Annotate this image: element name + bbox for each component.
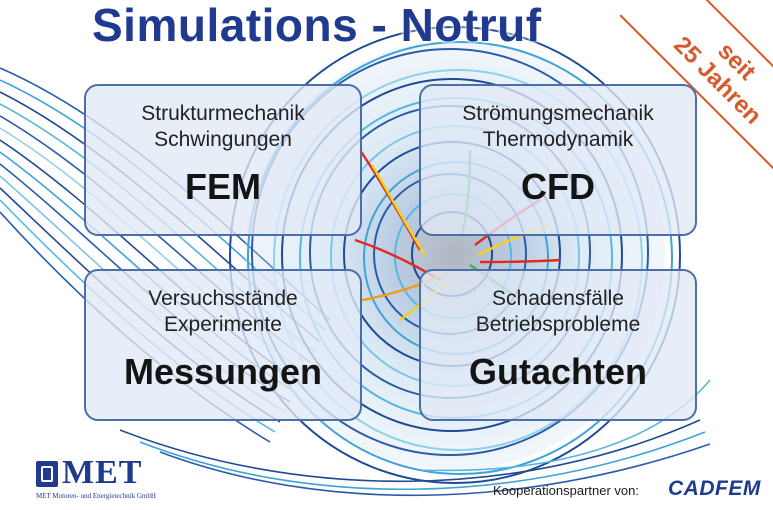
service-label: CFD [521, 166, 595, 207]
description-line-2: Betriebsprobleme [475, 313, 641, 336]
met-logo-text: MET [62, 454, 143, 491]
met-logo-icon [36, 461, 58, 487]
description-line-1: Strömungsmechanik [462, 102, 654, 125]
description-line-1: Schadensfälle [492, 287, 624, 310]
met-company-name: MET Motoren- und Energietechnik GmbH [36, 492, 156, 500]
description-line-2: Thermodynamik [482, 128, 634, 151]
service-label: FEM [185, 166, 261, 207]
description-line-2: Experimente [164, 313, 282, 336]
cadfem-logo: CADFEM [668, 477, 761, 500]
description-line-2: Schwingungen [154, 128, 292, 151]
service-box-cfd: Strömungsmechanik Thermodynamik CFD [419, 84, 697, 236]
cooperation-label: Kooperationspartner von: [493, 483, 639, 498]
service-description: Schadensfälle Betriebsprobleme [476, 286, 641, 338]
description-line-1: Strukturmechanik [141, 102, 305, 125]
met-logo: MET MET Motoren- und Energietechnik GmbH [36, 454, 176, 505]
page-title: Simulations - Notruf [92, 0, 542, 51]
service-description: Versuchsstände Experimente [148, 286, 297, 338]
service-description: Strukturmechanik Schwingungen [141, 101, 304, 153]
service-label: Messungen [123, 351, 323, 392]
service-box-fem: Strukturmechanik Schwingungen FEM [84, 84, 362, 236]
description-line-1: Versuchsstände [148, 287, 298, 310]
service-description: Strömungsmechanik Thermodynamik [462, 101, 653, 153]
service-box-gutachten: Schadensfälle Betriebsprobleme Gutachten [419, 269, 697, 421]
service-box-messungen: Versuchsstände Experimente Messungen [84, 269, 362, 421]
service-label: Gutachten [468, 351, 647, 392]
